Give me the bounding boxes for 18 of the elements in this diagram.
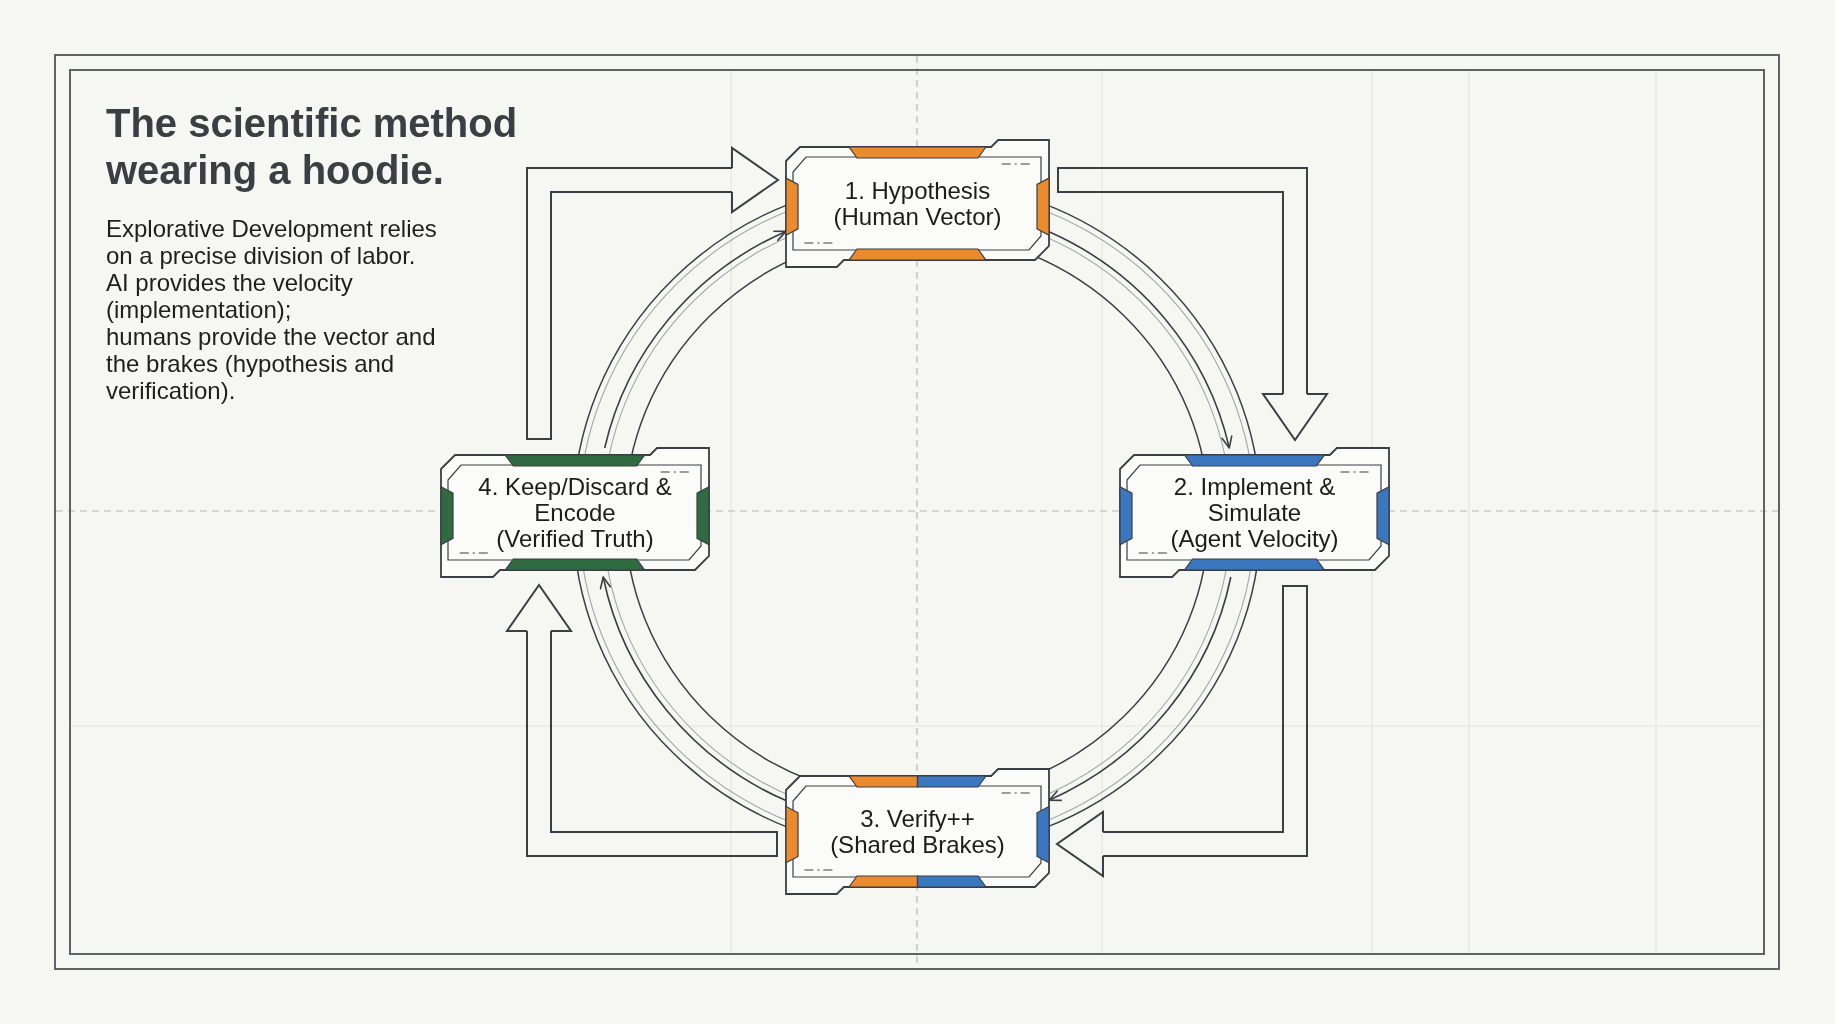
- step-box: [786, 140, 1049, 267]
- body-text: AI provides the velocity (implementation);: [106, 269, 354, 323]
- step-role: (Human Vector): [833, 203, 1002, 230]
- step-box: [786, 769, 1049, 894]
- step-box: [1120, 448, 1389, 577]
- step-title: 2. Implement & Simulate: [1172, 473, 1337, 526]
- title: The scientific method wearing a hoodie.: [106, 100, 519, 194]
- step-role: (Agent Velocity): [1170, 525, 1339, 552]
- step-role: (Verified Truth): [496, 525, 654, 552]
- step-title: 4. Keep/Discard & Encode: [477, 473, 673, 526]
- step-box: [441, 448, 709, 577]
- body-text: Explorative Development relies on a precise division of labor.: [106, 215, 438, 269]
- step-role: (Shared Brakes): [830, 831, 1005, 858]
- step-title: 3. Verify++: [860, 805, 975, 832]
- body-text: humans provide the vector and the brakes (hypothesis and verification).: [106, 323, 437, 404]
- step-title: 1. Hypothesis: [844, 177, 991, 204]
- arrow: [603, 230, 787, 449]
- arrow: [600, 576, 787, 802]
